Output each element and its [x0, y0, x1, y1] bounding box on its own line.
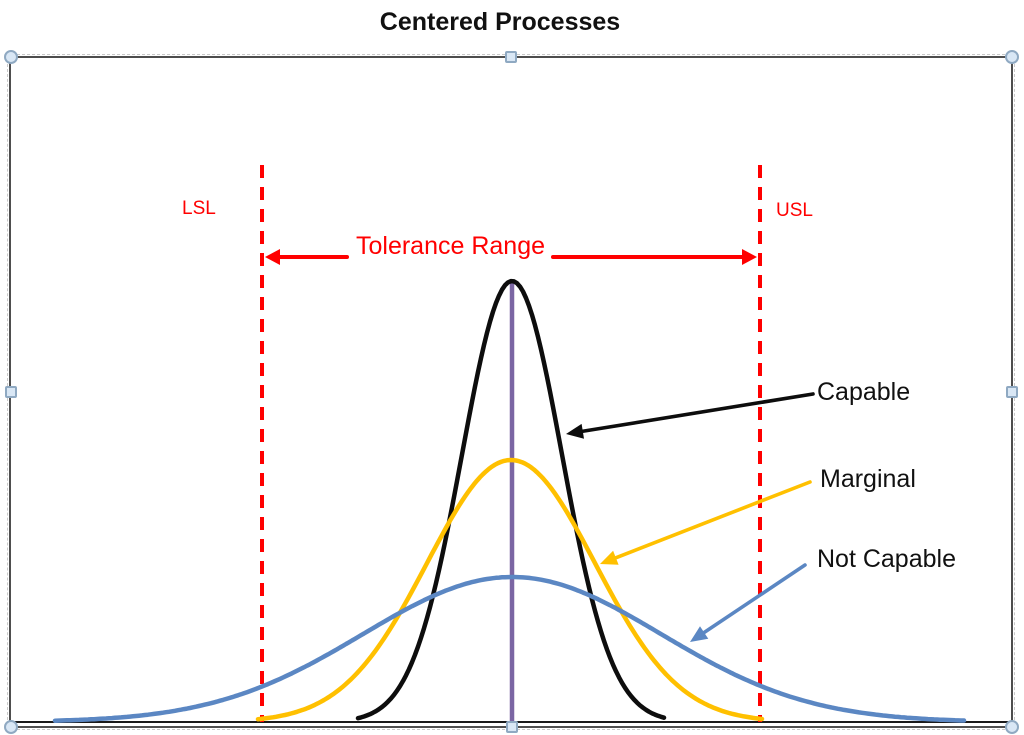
selection-handle-top-center[interactable] — [505, 51, 517, 63]
selection-handle-top-left[interactable] — [4, 50, 18, 64]
selection-handle-bottom-left[interactable] — [4, 720, 18, 734]
usl-label: USL — [776, 200, 813, 221]
selection-handle-middle-right[interactable] — [1006, 386, 1018, 398]
selection-handle-bottom-right[interactable] — [1005, 720, 1019, 734]
lsl-label: LSL — [182, 198, 216, 219]
capable-callout-label: Capable — [817, 378, 911, 406]
not-capable-callout-label: Not Capable — [817, 545, 956, 573]
selection-handle-middle-left[interactable] — [5, 386, 17, 398]
tolerance-range-label: Tolerance Range — [356, 232, 546, 260]
marginal-callout-label: Marginal — [820, 465, 916, 493]
selection-handle-bottom-center[interactable] — [506, 721, 518, 733]
selection-handle-top-right[interactable] — [1005, 50, 1019, 64]
chart-title: Centered Processes — [379, 8, 621, 36]
